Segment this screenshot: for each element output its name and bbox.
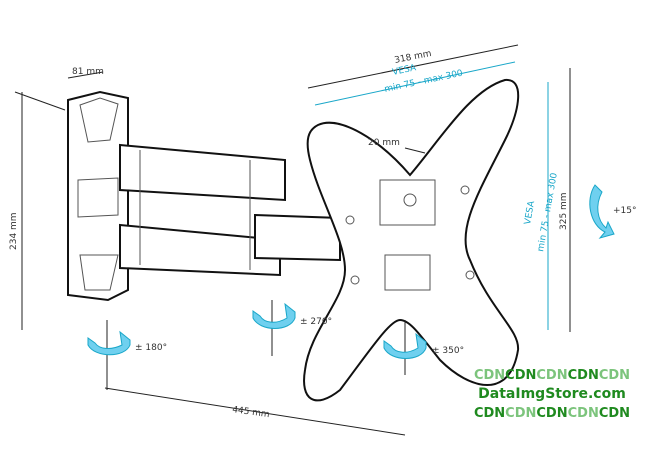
wall-plate [67,90,129,302]
dim-line-318 [307,44,519,89]
watermark: CDNCDNCDNCDNCDN DataImgStore.com CDNCDNC… [473,368,631,421]
rotate-180-icon [87,320,131,390]
dim-325-label: 325 mm [559,192,569,230]
rotation-180-label: ± 180° [135,343,167,353]
dim-234-label: 234 mm [9,212,19,250]
tilt-icon [589,184,615,239]
rotate-270-icon [252,300,296,356]
swing-arm [119,143,341,277]
tilt-label: +15° [613,206,637,216]
vesa-h-line [314,61,516,106]
vesa-v-title: VESA [523,199,537,225]
vesa-plate [303,78,520,402]
dim-20-label: 20 mm [368,138,400,148]
dim-445-label: 445 mm [232,405,271,420]
dim-81-label: 81 mm [72,67,104,77]
dim-line-81 [67,71,104,79]
rotation-350-label: ± 350° [432,346,464,356]
rotation-270-label: ± 270° [300,317,332,327]
rotate-350-icon [383,320,427,375]
vesa-v-range: min 75 - max 300 [536,172,560,253]
dim-line-445 [104,387,406,436]
